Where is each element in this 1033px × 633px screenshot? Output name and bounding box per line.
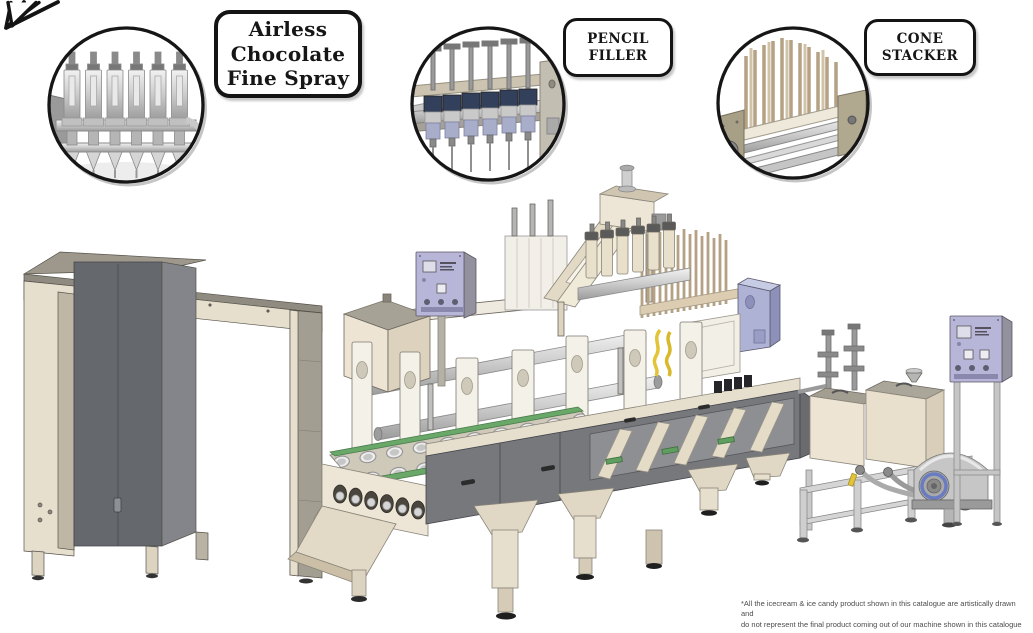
yellow-valve-handle bbox=[847, 472, 858, 487]
panel-button bbox=[963, 349, 974, 360]
panel-button bbox=[979, 349, 990, 360]
disclaimer-line-1: *All the icecream & ice candy product sh… bbox=[741, 598, 1016, 619]
machine-legs bbox=[473, 452, 791, 620]
callout-line: STACKER bbox=[881, 47, 959, 64]
chocolate-tanks bbox=[808, 368, 946, 469]
lid-sealing-unit bbox=[736, 277, 782, 353]
chocolate-spray-detail bbox=[49, 28, 203, 182]
yellow-hose bbox=[652, 328, 662, 377]
disclaimer-line-2: do not represent the final product comin… bbox=[741, 619, 1022, 629]
panel-display bbox=[422, 260, 437, 273]
callout-bubble-pencil-filler: PENCIL FILLER bbox=[563, 18, 673, 77]
chocolate-pump bbox=[911, 452, 993, 528]
callout-line: PENCIL bbox=[587, 31, 649, 48]
filler-pistons bbox=[577, 213, 691, 301]
callout-line: Fine Spray bbox=[226, 66, 350, 91]
callout-line: Chocolate bbox=[230, 41, 346, 66]
yellow-hose bbox=[664, 331, 672, 377]
disclaimer-text: *All the icecream & ice candy product sh… bbox=[741, 599, 1029, 631]
bubble-tail-cone-stacker bbox=[6, 0, 38, 28]
callout-line: FILLER bbox=[588, 47, 648, 64]
callout-line: Airless bbox=[248, 17, 328, 42]
panel-display bbox=[956, 325, 972, 339]
filling-machine-superstructure bbox=[342, 164, 782, 472]
chocolate-tank-pump-unit bbox=[797, 315, 1013, 543]
cup-dispenser-openings bbox=[333, 484, 425, 520]
callout-bubble-chocolate-spray: Airless Chocolate Fine Spray bbox=[214, 10, 362, 98]
valve-assemblies bbox=[797, 323, 865, 397]
control-panel-tank bbox=[949, 315, 1013, 526]
conveyor-tunnel bbox=[425, 375, 815, 620]
belt-green-guides bbox=[605, 436, 735, 465]
control-panel-main bbox=[415, 251, 477, 387]
callout-bubble-cone-stacker: CONE STACKER bbox=[864, 19, 976, 76]
detail-circle-cone-stacker bbox=[716, 26, 870, 180]
detail-circle-pencil-filler bbox=[410, 26, 566, 182]
panel-handles bbox=[461, 404, 710, 486]
panel-button bbox=[436, 283, 447, 294]
frame-braces bbox=[597, 401, 785, 480]
cup-elevator-gantry bbox=[22, 251, 323, 584]
callout-line: CONE bbox=[896, 31, 944, 48]
detail-circle-chocolate-spray bbox=[47, 26, 205, 184]
